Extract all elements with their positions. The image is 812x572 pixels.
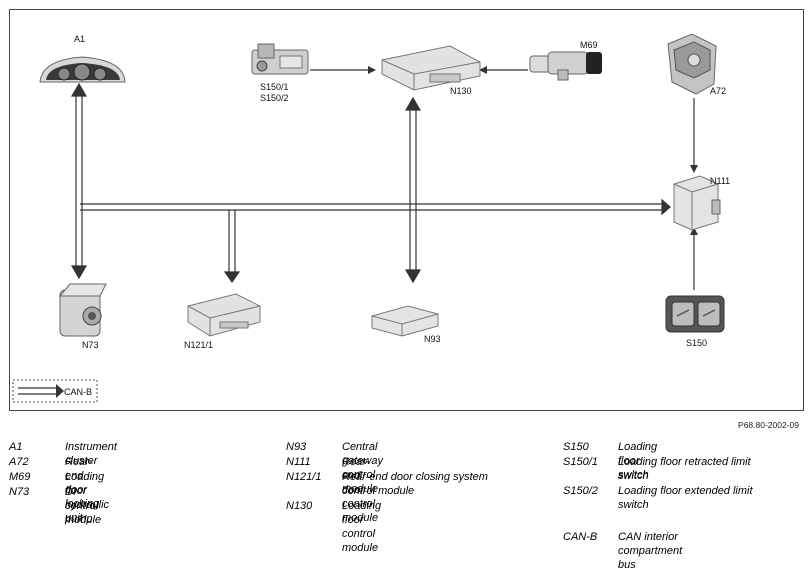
door-locking-unit-icon (667, 33, 717, 95)
legend-code: N130 (286, 500, 313, 512)
legend-text: Loading floor retracted limit switch (618, 456, 751, 482)
label-n73: N73 (82, 340, 99, 350)
instrument-cluster-icon (39, 56, 126, 83)
legend-code: S150 (563, 441, 589, 453)
legend-text: Rear-end door closing system control mod… (342, 471, 488, 497)
central-gateway-module-icon (371, 305, 439, 337)
legend-text: Loading floor control module (342, 500, 382, 554)
bus-key-label: CAN-B (64, 387, 92, 397)
wiring-diagram: A1 S150/1 S150/2 N130 M69 (9, 9, 804, 411)
legend-code: A72 (9, 456, 29, 468)
legend-text: DI control module (65, 486, 102, 526)
legend-code: M69 (9, 471, 31, 483)
legend-code: N73 (9, 486, 30, 498)
legend-code: A1 (9, 441, 23, 453)
legend-code: CAN-B (563, 531, 598, 543)
door-closing-system-module-icon (187, 293, 261, 337)
legend-code: N93 (286, 441, 307, 453)
label-a72: A72 (710, 86, 726, 96)
limit-switch-icon (251, 43, 309, 75)
legend-code: N111 (286, 456, 311, 468)
hydraulic-pump-icon (529, 51, 602, 81)
label-n130: N130 (450, 86, 472, 96)
legend-text: Loading floor extended limit switch (618, 485, 753, 511)
label-a1: A1 (74, 34, 85, 44)
legend-text: CAN interior compartment bus (618, 531, 683, 571)
legend-text: Loading floor switch (618, 441, 658, 481)
label-m69: M69 (580, 40, 598, 50)
reference-code: P68.80-2002-09 (738, 420, 799, 430)
can-b-bus (70, 82, 671, 284)
legend-text: Rear-end door locking unit (65, 456, 100, 524)
legend-text: Rear-end door control module (342, 456, 379, 524)
label-s150-1: S150/1 (260, 82, 289, 92)
loading-floor-control-module-icon (381, 45, 481, 91)
legend-code: N121/1 (286, 471, 322, 483)
label-n111: N111 (710, 176, 730, 186)
legend-code: S150/2 (563, 485, 598, 497)
legend-code: S150/1 (563, 456, 598, 468)
label-n93: N93 (424, 334, 441, 344)
rear-end-door-control-module-icon (673, 175, 721, 231)
legend-text: Instrument cluster (65, 441, 117, 467)
di-control-module-icon (58, 283, 107, 337)
legend-text: Central gateway control module (342, 441, 383, 495)
legend-text: Loading floor hydraulic pump (65, 471, 110, 525)
label-n121-1: N121/1 (184, 340, 213, 350)
label-s150-2: S150/2 (260, 93, 289, 103)
loading-floor-switch-icon (665, 295, 725, 333)
label-s150: S150 (686, 338, 707, 348)
bus-key (12, 379, 98, 403)
